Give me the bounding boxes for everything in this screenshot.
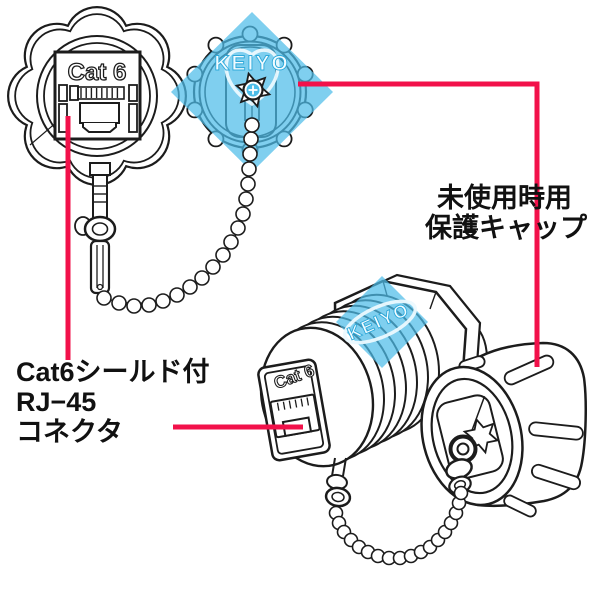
label-connector-line1: Cat6シールド付 xyxy=(16,357,210,387)
label-connector-line2: RJ−45 xyxy=(16,387,97,417)
label-connector: Cat6シールド付 RJ−45 コネクタ xyxy=(16,357,210,447)
bead-chain-front xyxy=(96,117,260,314)
cap-3d xyxy=(420,341,587,518)
label-connector-line3: コネクタ xyxy=(16,417,123,447)
connector-chain-pin xyxy=(74,162,117,295)
keiyo-watermark-text: KEIYO xyxy=(214,52,289,75)
callout-line-cap xyxy=(298,81,540,367)
connector-front-view: Cat 6 xyxy=(7,6,187,295)
cap-front-view: KEIYO xyxy=(171,12,333,172)
label-cap-line1: 未使用時用 xyxy=(437,183,572,213)
keiyo-watermark-assembly: KEIYO xyxy=(336,276,428,368)
rj45-jack-front xyxy=(58,84,138,133)
label-cap-line2: 保護キャップ xyxy=(425,213,587,243)
assembly-chain-pin xyxy=(324,457,352,508)
label-cap: 未使用時用 保護キャップ xyxy=(425,183,587,243)
front-port-label: Cat 6 xyxy=(68,59,127,86)
assembly-3d-view: Cat 6 KEIYO xyxy=(257,273,587,566)
bead-chain-assembly xyxy=(328,485,469,566)
cap-screw-gear xyxy=(234,71,272,109)
